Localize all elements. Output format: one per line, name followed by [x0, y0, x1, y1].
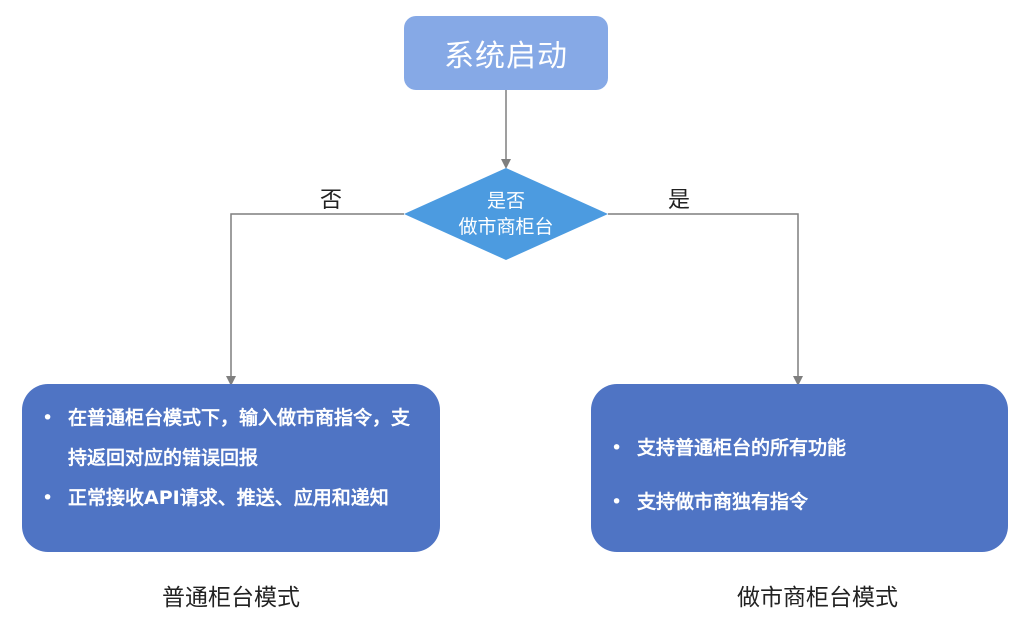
- yes-branch-arrow: [608, 213, 803, 386]
- market-maker-feature-2: 支持做市商独有指令: [609, 482, 988, 522]
- market-maker-feature-list: 支持普通柜台的所有功能 支持做市商独有指令: [609, 428, 988, 522]
- no-branch-label: 否: [320, 188, 343, 213]
- normal-mode-caption: 普通柜台模式: [162, 585, 300, 611]
- decision-diamond: [404, 168, 608, 260]
- no-branch-arrow: [226, 213, 404, 386]
- normal-mode-feature-1: 在普通柜台模式下，输入做市商指令，支持返回对应的错误回报: [40, 398, 420, 478]
- market-maker-mode-caption: 做市商柜台模式: [737, 585, 898, 611]
- normal-counter-mode-box: 在普通柜台模式下，输入做市商指令，支持返回对应的错误回报 正常接收API请求、推…: [22, 384, 440, 552]
- market-maker-mode-box: 支持普通柜台的所有功能 支持做市商独有指令: [591, 384, 1008, 552]
- start-node-label: 系统启动: [444, 39, 568, 74]
- normal-mode-feature-2: 正常接收API请求、推送、应用和递知: [40, 478, 420, 518]
- yes-branch-label: 是: [668, 188, 691, 213]
- decision-line-1: 是否: [486, 190, 525, 212]
- start-node: 系统启动: [404, 16, 608, 90]
- market-maker-feature-1: 支持普通柜台的所有功能: [609, 428, 988, 468]
- decision-line-2: 做市商柜台: [458, 216, 554, 238]
- normal-mode-feature-list: 在普通柜台模式下，输入做市商指令，支持返回对应的错误回报 正常接收API请求、推…: [40, 398, 420, 518]
- decision-node-text: 是否 做市商柜台: [404, 168, 608, 260]
